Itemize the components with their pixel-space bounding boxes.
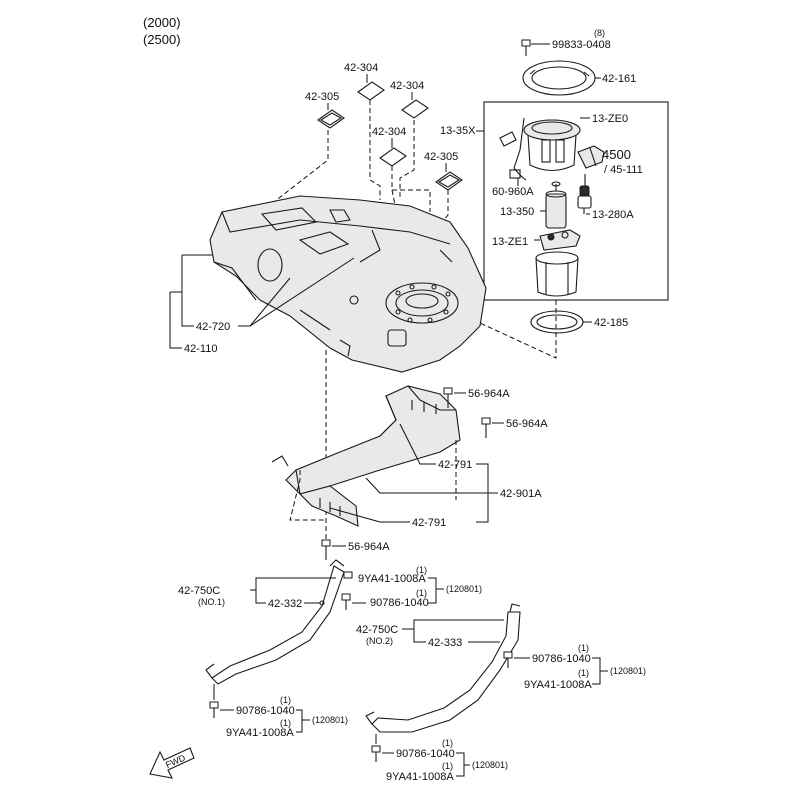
bolt-90786-1040-b[interactable] bbox=[209, 701, 219, 718]
label-42-791-a[interactable]: 42-791 bbox=[438, 459, 472, 471]
label-42-791-b[interactable]: 42-791 bbox=[412, 517, 446, 529]
label-42-901a[interactable]: 42-901A bbox=[500, 488, 542, 500]
label-42-305-a[interactable]: 42-305 bbox=[305, 91, 339, 103]
label-no2: (NO.2) bbox=[366, 636, 393, 646]
label-42-332[interactable]: 42-332 bbox=[268, 598, 302, 610]
label-13-350[interactable]: 13-350 bbox=[500, 206, 534, 218]
pad-42-305-a[interactable] bbox=[317, 109, 345, 129]
label-42-304-a[interactable]: 42-304 bbox=[344, 62, 378, 74]
pump-module-box bbox=[483, 101, 669, 301]
qty-90786-d: (1) bbox=[442, 738, 453, 748]
date-a: (120801) bbox=[446, 584, 482, 594]
pressure-regulator-4500[interactable] bbox=[577, 145, 605, 169]
pump-flange-13-ze0[interactable] bbox=[499, 117, 581, 172]
bolt-56-964a-3[interactable] bbox=[321, 539, 331, 560]
label-9ya41-1008a-d[interactable]: 9YA41-1008A bbox=[386, 771, 454, 783]
label-42-750c-1[interactable]: 42-750C bbox=[178, 585, 220, 597]
label-56-964a-1[interactable]: 56-964A bbox=[468, 388, 510, 400]
label-42-333[interactable]: 42-333 bbox=[428, 637, 462, 649]
protector-42-901a[interactable] bbox=[271, 385, 461, 527]
date-c: (120801) bbox=[610, 666, 646, 676]
fuel-pump-13-350[interactable] bbox=[545, 181, 567, 229]
label-no1: (NO.1) bbox=[198, 597, 225, 607]
nut-9ya41-1008a-a[interactable] bbox=[343, 571, 353, 579]
label-9ya41-1008a-b[interactable]: 9YA41-1008A bbox=[226, 727, 294, 739]
pad-42-305-b[interactable] bbox=[435, 171, 463, 191]
qty-9ya41-a: (1) bbox=[416, 565, 427, 575]
bolt-90786-1040-d[interactable] bbox=[371, 745, 381, 762]
pad-42-304-c[interactable] bbox=[379, 147, 407, 167]
pad-42-304-a[interactable] bbox=[357, 81, 385, 101]
label-42-304-b[interactable]: 42-304 bbox=[390, 80, 424, 92]
label-13-ze0[interactable]: 13-ZE0 bbox=[592, 113, 628, 125]
date-d: (120801) bbox=[472, 760, 508, 770]
label-42-750c-2[interactable]: 42-750C bbox=[356, 624, 398, 636]
label-45-111[interactable]: / 45-111 bbox=[604, 164, 643, 176]
screw-99833[interactable] bbox=[521, 39, 531, 56]
label-9ya41-1008a-a[interactable]: 9YA41-1008A bbox=[358, 573, 426, 585]
qty-9ya41-c: (1) bbox=[578, 668, 589, 678]
label-56-964a-2[interactable]: 56-964A bbox=[506, 418, 548, 430]
label-90786-1040-b[interactable]: 90786-1040 bbox=[236, 705, 295, 717]
strap-42-332[interactable] bbox=[205, 559, 345, 685]
label-42-720[interactable]: 42-720 bbox=[196, 321, 230, 333]
label-9ya41-1008a-c[interactable]: 9YA41-1008A bbox=[524, 679, 592, 691]
label-90786-1040-c[interactable]: 90786-1040 bbox=[532, 653, 591, 665]
label-90786-1040-d[interactable]: 90786-1040 bbox=[396, 748, 455, 760]
reservoir-cup[interactable] bbox=[535, 251, 579, 297]
fuel-filter-13-280a[interactable] bbox=[577, 174, 592, 214]
model-label-2000: (2000) bbox=[143, 15, 181, 30]
fuel-tank-42-110[interactable] bbox=[209, 195, 487, 373]
label-90786-1040-a[interactable]: 90786-1040 bbox=[370, 597, 429, 609]
bolt-90786-1040-c[interactable] bbox=[503, 651, 513, 668]
label-13-280a[interactable]: 13-280A bbox=[592, 209, 634, 221]
bolt-56-964a-1[interactable] bbox=[443, 387, 453, 408]
label-42-185[interactable]: 42-185 bbox=[594, 317, 628, 329]
date-b: (120801) bbox=[312, 715, 348, 725]
qty-90786-a: (1) bbox=[416, 588, 427, 598]
label-13-35x[interactable]: 13-35X bbox=[440, 125, 476, 137]
label-13-ze1[interactable]: 13-ZE1 bbox=[492, 236, 528, 248]
qty-9ya41-b: (1) bbox=[280, 718, 291, 728]
label-42-161[interactable]: 42-161 bbox=[602, 73, 636, 85]
bolt-90786-1040-a[interactable] bbox=[341, 593, 351, 610]
label-56-964a-3[interactable]: 56-964A bbox=[348, 541, 390, 553]
fwd-label: FWD bbox=[164, 752, 187, 770]
label-42-304-c[interactable]: 42-304 bbox=[372, 126, 406, 138]
qty-90786-b: (1) bbox=[280, 695, 291, 705]
label-4500[interactable]: 4500 bbox=[602, 147, 631, 162]
qty-9ya41-d: (1) bbox=[442, 761, 453, 771]
label-42-110[interactable]: 42-110 bbox=[184, 343, 217, 355]
gasket-42-185[interactable] bbox=[530, 310, 584, 334]
fwd-arrow-icon bbox=[149, 747, 195, 779]
model-label-2500: (2500) bbox=[143, 32, 181, 47]
label-60-960a[interactable]: 60-960A bbox=[492, 186, 534, 198]
qty-90786-c: (1) bbox=[578, 643, 589, 653]
pad-42-304-b[interactable] bbox=[401, 99, 429, 119]
sender-13-ze1[interactable] bbox=[539, 229, 581, 251]
bolt-56-964a-2[interactable] bbox=[481, 417, 491, 438]
lock-ring-42-161[interactable] bbox=[522, 60, 596, 96]
harness-60-960a[interactable] bbox=[509, 167, 527, 181]
label-42-305-b[interactable]: 42-305 bbox=[424, 151, 458, 163]
qty-99833: (8) bbox=[594, 28, 605, 38]
label-99833-0408[interactable]: 99833-0408 bbox=[552, 39, 611, 51]
